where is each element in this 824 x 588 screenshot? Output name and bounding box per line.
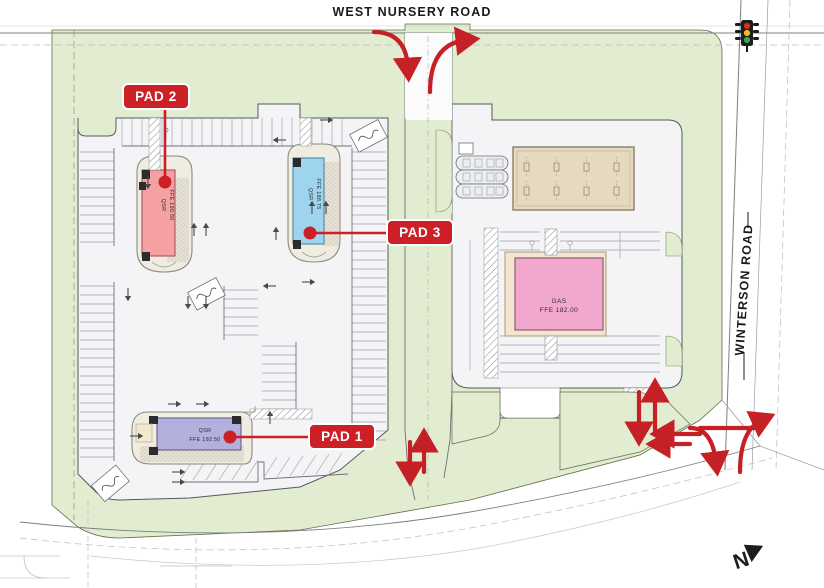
south-road-geometry <box>0 445 773 588</box>
pad-2-elevation-label: FFE 190.50 <box>168 189 174 220</box>
retail-service-island <box>455 142 509 199</box>
pad-2-use-label: QSR <box>160 199 166 212</box>
pad-2-building: QSR FFE 190.50 <box>136 155 193 273</box>
gas-pump-islands <box>529 228 573 361</box>
pad-3-use-label: QSR <box>307 188 313 201</box>
pad-2-callout-box[interactable] <box>122 83 190 110</box>
pad-3-callout[interactable]: PAD 3 <box>303 219 454 246</box>
traffic-flow-arrows <box>371 26 776 487</box>
traffic-signal-icon <box>735 20 759 52</box>
east-parking-stalls <box>469 227 660 379</box>
pad-1-elevation-label: FFE 192.50 <box>189 437 220 443</box>
pad-2-callout-label: PAD 2 <box>135 89 177 104</box>
pad-1-callout[interactable]: PAD 1 <box>223 423 376 450</box>
gas-elevation-label: FFE 182.00 <box>540 307 578 314</box>
gas-building: GAS FFE 182.00 <box>504 251 607 337</box>
green-island-retail-west <box>435 129 453 213</box>
detail-callout-boxes <box>90 119 388 503</box>
retail-building <box>512 146 635 211</box>
pad-3-callout-box[interactable] <box>386 219 454 246</box>
north-arrow-letter: N <box>730 548 752 575</box>
pad-3-drive-hatch <box>299 117 312 147</box>
west-parking-stalls <box>80 118 386 483</box>
circulation-arrows-small <box>124 116 334 486</box>
pad-2-drive-hatch <box>148 117 161 171</box>
west-nursery-road-label: WEST NURSERY ROAD <box>333 5 492 19</box>
pad-1-building: QSR FFE 192.50 <box>131 411 253 465</box>
pad-1-drive-hatch <box>249 408 313 420</box>
pad-1-callout-label: PAD 1 <box>321 429 363 444</box>
north-arrow-icon: N <box>730 544 764 575</box>
gas-use-label: GAS <box>551 298 566 305</box>
pad-3-elevation-label: FFE 188.75 <box>315 178 321 209</box>
pad-1-callout-box[interactable] <box>308 423 376 450</box>
pad-1-use-label: QSR <box>199 428 212 434</box>
pad-3-building: QSR FFE 188.75 <box>287 143 341 263</box>
east-green-islands <box>499 231 683 419</box>
pad-2-callout[interactable]: PAD 2 <box>122 83 190 189</box>
pad-3-callout-label: PAD 3 <box>399 225 441 240</box>
